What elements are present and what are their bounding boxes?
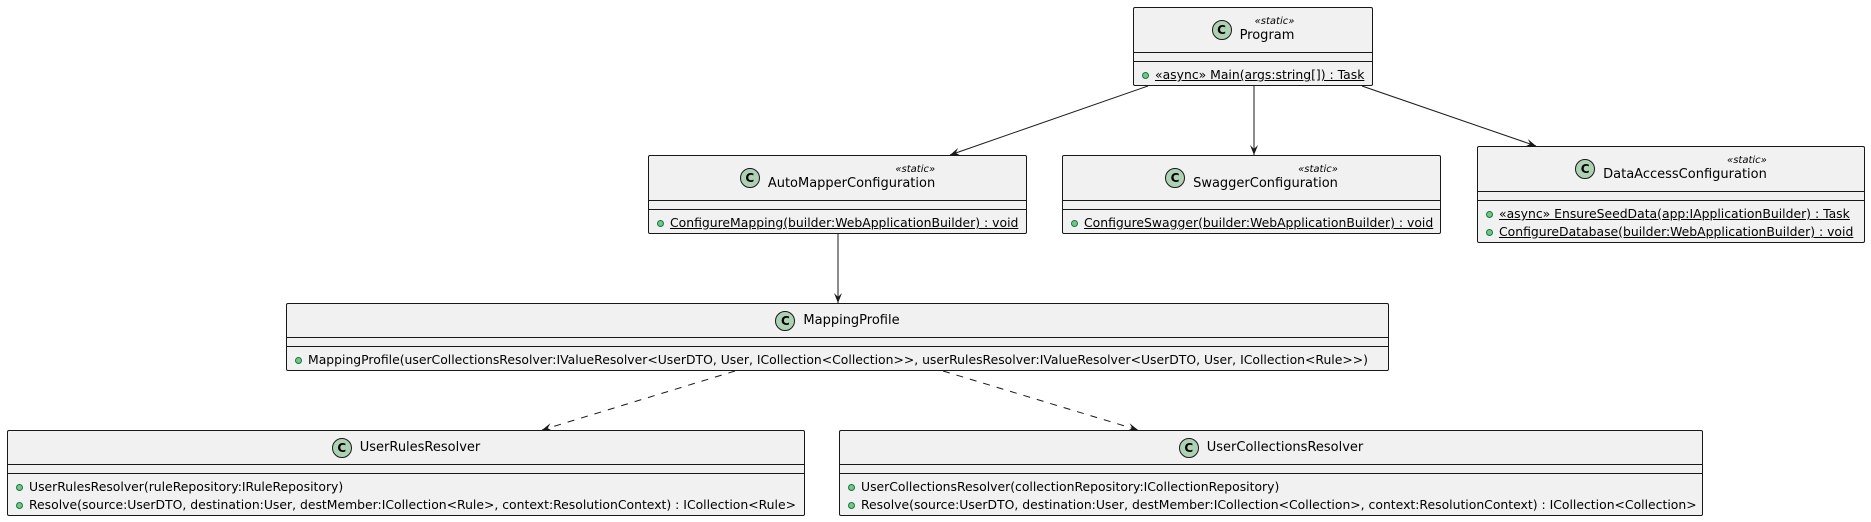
relation-line-program-to-automapper xyxy=(949,85,1149,156)
methods-compartment: ConfigureMapping(builder:WebApplicationB… xyxy=(649,210,1026,237)
public-visibility-icon xyxy=(16,501,23,509)
public-visibility-icon xyxy=(1142,71,1149,79)
public-visibility-icon xyxy=(16,483,23,491)
class-icon: C xyxy=(331,437,352,458)
method-row: UserCollectionsResolver(collectionReposi… xyxy=(848,478,1696,496)
relation-line-mappingprofile-to-userrules xyxy=(541,370,736,431)
methods-compartment: UserCollectionsResolver(collectionReposi… xyxy=(840,474,1702,519)
relation-line-mappingprofile-to-usercollections xyxy=(942,370,1139,431)
class-name: UserRulesResolver xyxy=(359,439,481,455)
method-row: Resolve(source:UserDTO, destination:User… xyxy=(16,496,798,514)
class-program[interactable]: C «static»Program «async» Main(args:string… xyxy=(1133,7,1373,86)
method-signature: MappingProfile(userCollectionsResolver:I… xyxy=(308,352,1368,367)
class-stereotype: «static» xyxy=(1254,16,1295,27)
fields-compartment xyxy=(8,465,804,474)
method-signature: UserCollectionsResolver(collectionReposi… xyxy=(861,479,1280,494)
class-stereotype: «static» xyxy=(1727,155,1767,166)
arrowhead-icon xyxy=(542,423,553,431)
class-name: UserCollectionsResolver xyxy=(1206,439,1364,455)
class-name: MappingProfile xyxy=(803,312,900,328)
arrowhead-icon xyxy=(950,147,961,156)
arrowhead-icon xyxy=(1525,138,1536,147)
class-icon: C xyxy=(1165,168,1186,188)
class-icon: C xyxy=(775,310,796,331)
methods-compartment: UserRulesResolver(ruleRepository:IRuleRe… xyxy=(8,474,804,519)
methods-compartment: ConfigureSwagger(builder:WebApplicationB… xyxy=(1063,210,1440,237)
method-signature: Resolve(source:UserDTO, destination:User… xyxy=(861,497,1697,512)
method-signature: «async» Main(args:string[]) : Task xyxy=(1155,67,1365,82)
method-row: ConfigureMapping(builder:WebApplicationB… xyxy=(657,214,1020,232)
fields-compartment xyxy=(1063,201,1440,210)
fields-compartment xyxy=(1134,53,1372,62)
method-signature: ConfigureDatabase(builder:WebApplication… xyxy=(1499,224,1854,239)
class-stereotype: «static» xyxy=(1298,164,1338,175)
class-icon: C xyxy=(1575,159,1596,179)
fields-compartment xyxy=(287,338,1388,347)
methods-compartment: «async» EnsureSeedData(app:IApplicationB… xyxy=(1478,201,1864,246)
methods-compartment: «async» Main(args:string[]) : Task xyxy=(1134,62,1372,89)
methods-compartment: MappingProfile(userCollectionsResolver:I… xyxy=(287,347,1388,374)
arrowhead-icon xyxy=(1250,145,1258,155)
method-signature: Resolve(source:UserDTO, destination:User… xyxy=(29,497,796,512)
method-row: Resolve(source:UserDTO, destination:User… xyxy=(848,496,1697,514)
method-row: «async» Main(args:string[]) : Task xyxy=(1142,66,1366,84)
method-row: ConfigureSwagger(builder:WebApplicationB… xyxy=(1071,214,1434,232)
public-visibility-icon xyxy=(1486,210,1493,218)
method-row: MappingProfile(userCollectionsResolver:I… xyxy=(295,351,1382,369)
class-icon: C xyxy=(1211,20,1232,40)
arrowhead-icon xyxy=(834,293,842,303)
relation-line-program-to-dataaccess xyxy=(1361,85,1537,147)
public-visibility-icon xyxy=(1071,219,1078,227)
method-row: «async» EnsureSeedData(app:IApplicationB… xyxy=(1486,205,1858,223)
class-name: AutoMapperConfiguration xyxy=(767,176,936,191)
class-name: Program xyxy=(1239,28,1295,43)
class-stereotype: «static» xyxy=(895,164,936,175)
fields-compartment xyxy=(840,465,1702,474)
method-signature: ConfigureMapping(builder:WebApplicationB… xyxy=(670,215,1019,230)
fields-compartment xyxy=(1478,192,1864,201)
class-icon: C xyxy=(1178,437,1199,458)
class-name: SwaggerConfiguration xyxy=(1193,176,1338,191)
method-row: ConfigureDatabase(builder:WebApplication… xyxy=(1486,223,1858,241)
method-signature: «async» EnsureSeedData(app:IApplicationB… xyxy=(1499,206,1850,221)
method-signature: ConfigureSwagger(builder:WebApplicationB… xyxy=(1084,215,1434,230)
class-dataaccess[interactable]: C «static»DataAccessConfiguration «async» … xyxy=(1477,146,1865,243)
fields-compartment xyxy=(649,201,1026,210)
class-name: DataAccessConfiguration xyxy=(1603,167,1767,182)
method-signature: UserRulesResolver(ruleRepository:IRuleRe… xyxy=(29,479,344,494)
public-visibility-icon xyxy=(295,356,302,364)
public-visibility-icon xyxy=(848,483,855,491)
public-visibility-icon xyxy=(848,501,855,509)
public-visibility-icon xyxy=(657,219,664,227)
class-icon: C xyxy=(739,168,760,188)
arrowhead-icon xyxy=(1127,423,1138,431)
method-row: UserRulesResolver(ruleRepository:IRuleRe… xyxy=(16,478,798,496)
public-visibility-icon xyxy=(1486,228,1493,236)
